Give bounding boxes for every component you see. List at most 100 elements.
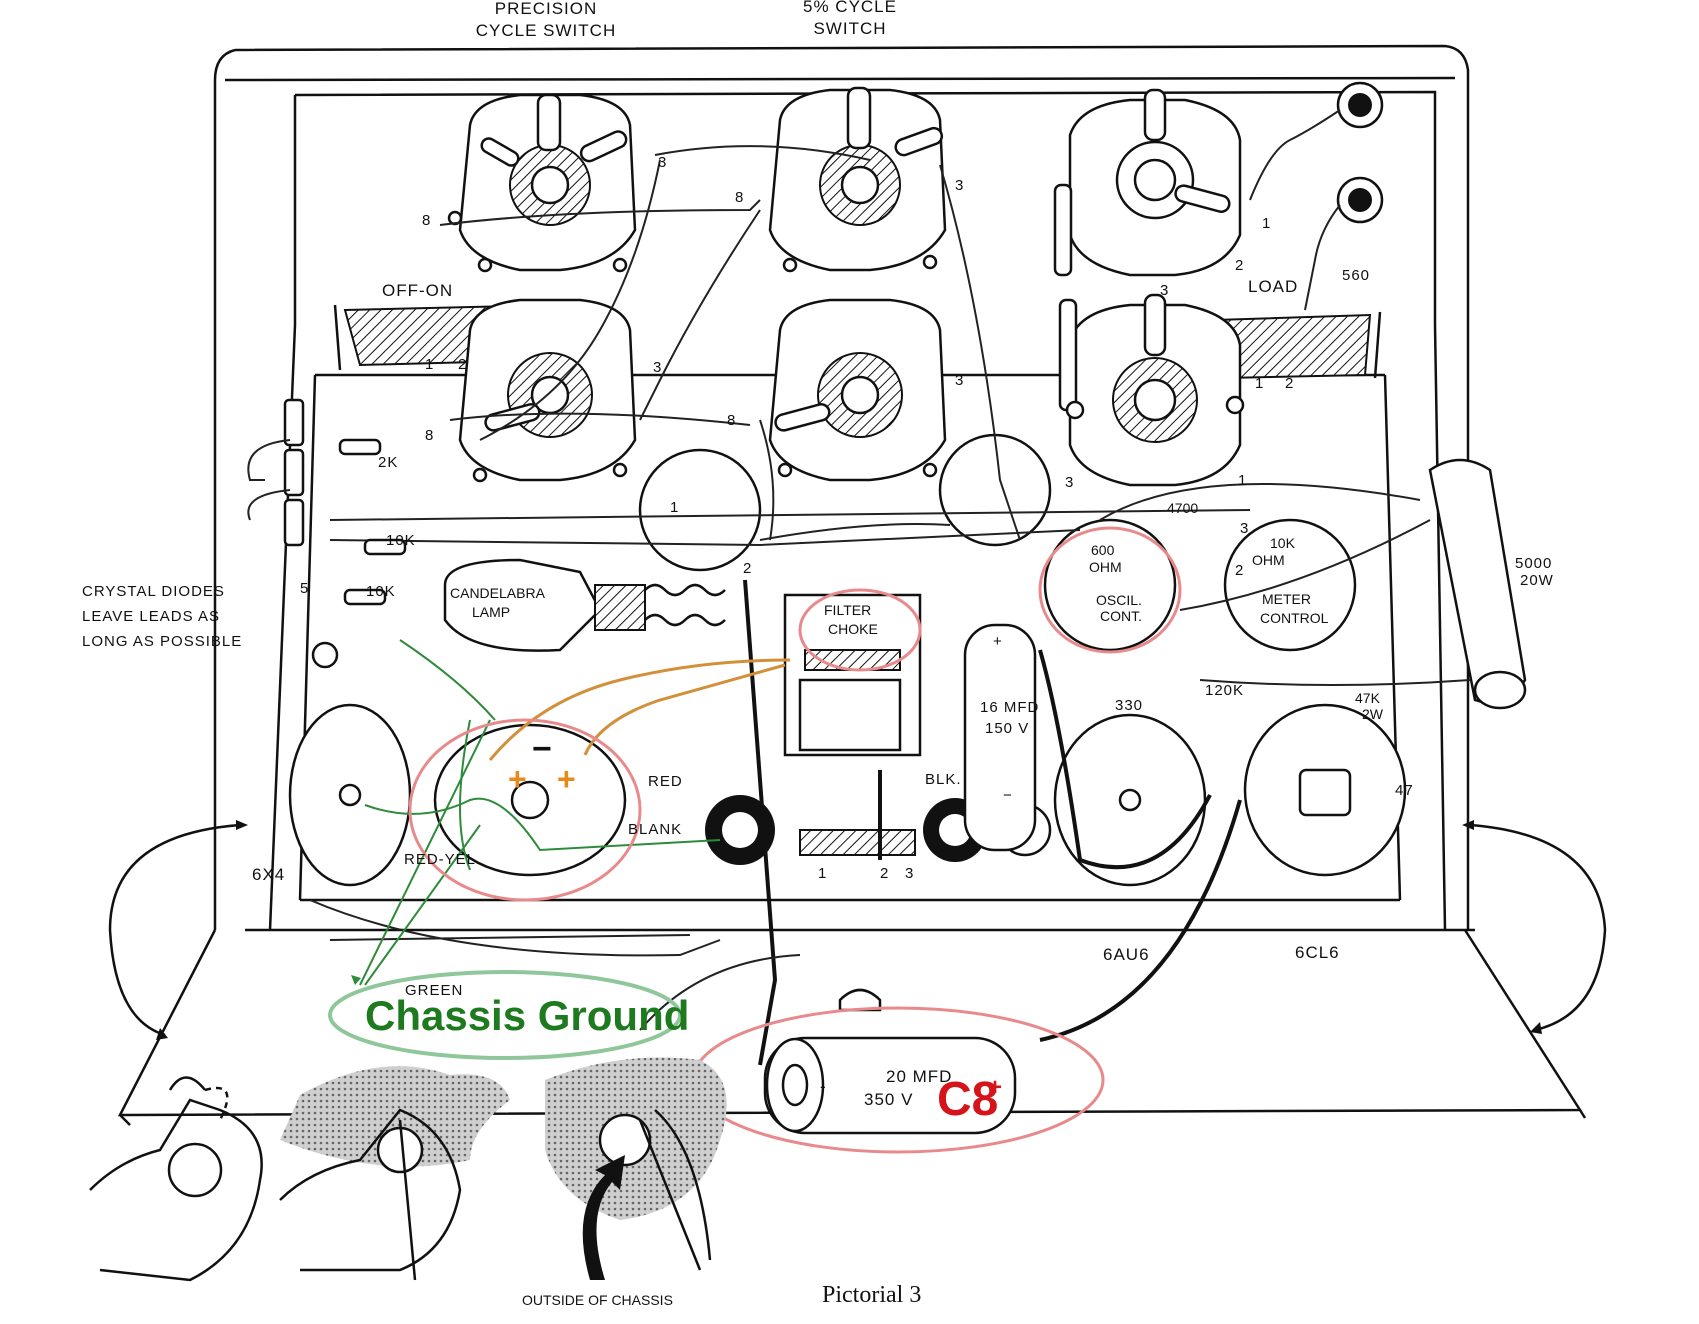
component-labels: 2K 10K 10K CRYSTAL DIODES LEAVE LEADS AS… [82, 454, 1553, 1308]
label-r10k-a: 10K [386, 532, 416, 549]
svg-text:3: 3 [905, 865, 914, 882]
svg-text:3: 3 [1160, 282, 1169, 299]
label-red-yel: RED-YEL. [404, 851, 481, 868]
svg-text:3: 3 [653, 359, 662, 376]
label-lamp-2: LAMP [472, 604, 510, 620]
label-choke-2: CHOKE [828, 621, 878, 637]
svg-text:2: 2 [1235, 257, 1244, 274]
highlight-orange-wires [488, 658, 791, 761]
highlight-circle-rectifier [408, 718, 642, 902]
label-r5000-1: 5000 [1515, 555, 1552, 572]
svg-text:1: 1 [818, 865, 827, 882]
label-off-on: OFF-ON [382, 281, 453, 300]
label-red: RED [648, 773, 683, 790]
svg-text:8: 8 [422, 212, 431, 229]
grommet-install-illustrations [89, 1057, 727, 1282]
svg-text:2: 2 [880, 865, 889, 882]
annotation-plus-2: + [557, 761, 576, 797]
svg-text:3: 3 [955, 372, 964, 389]
highlight-circle-ground [328, 970, 682, 1060]
binding-posts [1249, 81, 1384, 311]
caption: Pictorial 3 [822, 1282, 921, 1308]
chassis-hole-left [638, 448, 762, 572]
label-blk: BLK. [925, 771, 962, 788]
label-cap16-2: 150 V [985, 720, 1029, 737]
label-5pct-2: SWITCH [813, 19, 886, 38]
label-meter-3: METER [1262, 591, 1311, 607]
socket-6cl6 [1243, 703, 1407, 877]
svg-text:2: 2 [458, 356, 467, 373]
svg-text:1: 1 [425, 356, 434, 373]
label-oscil-4: CONT. [1100, 608, 1142, 624]
label-6cl6: 6CL6 [1295, 943, 1340, 962]
label-blank: BLANK [628, 821, 682, 838]
highlight-circle-oscil [1038, 526, 1182, 654]
label-6au6: 6AU6 [1103, 945, 1150, 964]
svg-text:8: 8 [735, 189, 744, 206]
precision-switch-top [447, 93, 637, 273]
precision-switch-bottom [458, 298, 637, 483]
annotation-c8-plus: + [988, 1074, 1002, 1101]
ground-annotation-lines [351, 639, 721, 986]
svg-text:3: 3 [955, 177, 964, 194]
label-meter-4: CONTROL [1260, 610, 1329, 626]
label-r10k-b: 10K [366, 583, 396, 600]
hookup-wires [309, 145, 1471, 1066]
svg-text:2: 2 [743, 560, 752, 577]
meter-control-pot [1223, 518, 1357, 652]
switch-labels: PRECISION CYCLE SWITCH 5% CYCLE SWITCH O… [382, 0, 1370, 300]
label-crystal-2: LEAVE LEADS AS [82, 608, 220, 625]
crystal-diodes [247, 398, 407, 669]
label-green: GREEN [405, 982, 463, 999]
load-switch-bottom [1058, 293, 1245, 487]
label-5pct-1: 5% CYCLE [803, 0, 897, 16]
filter-choke [783, 593, 922, 757]
terminal-strip [799, 829, 916, 856]
load-switch-top [1053, 88, 1242, 277]
svg-text:1: 1 [670, 499, 679, 516]
highlight-circle-choke [798, 588, 922, 672]
svg-text:5: 5 [300, 580, 309, 597]
svg-text:8: 8 [727, 412, 736, 429]
label-r560: 560 [1342, 267, 1370, 284]
svg-text:3: 3 [1065, 474, 1074, 491]
svg-text:−: − [1003, 787, 1013, 804]
svg-text:3: 3 [658, 154, 667, 171]
cap-20mfd-c8 [763, 1036, 1017, 1135]
svg-text:1: 1 [1262, 215, 1271, 232]
label-oscil-2: OHM [1089, 559, 1122, 575]
label-oscil-3: OSCIL. [1096, 592, 1142, 608]
oscil-control-pot [1043, 518, 1177, 652]
label-choke-1: FILTER [824, 602, 871, 618]
socket-6au6 [1053, 713, 1207, 887]
label-crystal-1: CRYSTAL DIODES [82, 583, 225, 600]
socket-6x4 [288, 703, 412, 887]
svg-text:2: 2 [1285, 375, 1294, 392]
label-precision-2: CYCLE SWITCH [476, 21, 616, 40]
svg-text:8: 8 [425, 427, 434, 444]
annotation-c8: C8 [937, 1073, 998, 1126]
label-r47k-2: 2W [1362, 706, 1384, 722]
label-crystal-3: LONG AS POSSIBLE [82, 633, 242, 650]
label-precision-1: PRECISION [495, 0, 598, 18]
svg-text:2: 2 [1235, 562, 1244, 579]
label-cap20-2: 350 V [864, 1090, 913, 1109]
label-r4700: 4700 [1167, 500, 1198, 516]
svg-text:1: 1 [1238, 472, 1247, 489]
label-r120k: 120K [1205, 682, 1244, 699]
annotation-chassis-ground: Chassis Ground [365, 992, 689, 1039]
annotations: Chassis Ground C8 + + + − [365, 730, 1002, 1126]
label-lamp-1: CANDELABRA [450, 585, 546, 601]
annotation-plus-1: + [508, 761, 527, 797]
label-cap20-1: 20 MFD [886, 1067, 952, 1086]
label-r330: 330 [1115, 697, 1143, 714]
resistor-5000-20w [1428, 458, 1527, 710]
label-r47k-1: 47K [1355, 690, 1381, 706]
cap-16mfd [963, 623, 1037, 852]
chassis-hole-right [938, 433, 1052, 547]
label-meter-2: OHM [1252, 552, 1285, 568]
label-6x4: 6X4 [252, 865, 285, 884]
label-outside: OUTSIDE OF CHASSIS [522, 1292, 673, 1308]
label-meter-1: 10K [1270, 535, 1296, 551]
five-percent-switch-bottom [768, 298, 947, 482]
